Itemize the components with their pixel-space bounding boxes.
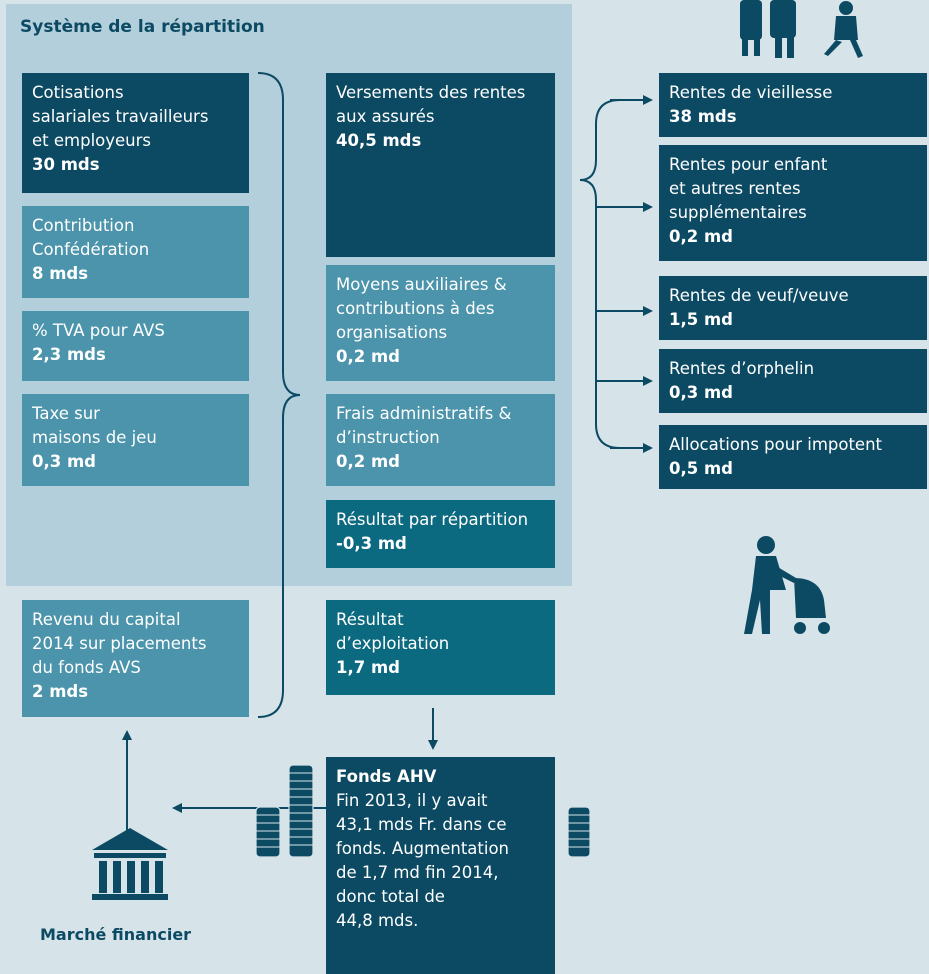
box-line: de 1,7 md fin 2014, — [336, 863, 499, 882]
box-line: Taxe sur — [32, 404, 100, 423]
box-versements-rentes: Versements des rentes aux assurés 40,5 m… — [326, 73, 555, 257]
box-rentes-vieillesse: Rentes de vieillesse 38 mds — [659, 73, 927, 137]
box-line: Moyens auxiliaires & — [336, 275, 507, 294]
box-value: 0,3 md — [669, 383, 733, 402]
box-line: supplémentaires — [669, 203, 807, 222]
box-line: Rentes pour enfant — [669, 155, 828, 174]
box-revenu-capital: Revenu du capital 2014 sur placements du… — [22, 600, 249, 717]
panel-title: Système de la répartition — [20, 17, 265, 37]
box-line: 43,1 mds Fr. dans ce — [336, 815, 507, 834]
box-line: % TVA pour AVS — [32, 321, 165, 340]
box-line: Allocations pour impotent — [669, 435, 883, 454]
box-value: 0,5 md — [669, 459, 733, 478]
box-value: 0,2 md — [336, 452, 400, 471]
box-resultat-repartition: Résultat par répartition -0,3 md — [326, 500, 555, 568]
box-value: 1,7 md — [336, 658, 400, 677]
box-frais-administratifs: Frais administratifs & d’instruction 0,2… — [326, 394, 555, 486]
box-line: Résultat — [336, 610, 404, 629]
box-value: 40,5 mds — [336, 131, 422, 150]
box-line: Frais administratifs & — [336, 404, 512, 423]
box-fonds-ahv: Fonds AHV Fin 2013, il y avait 43,1 mds … — [326, 757, 555, 974]
box-line: d’instruction — [336, 428, 440, 447]
box-value: -0,3 md — [336, 534, 407, 553]
box-allocations-impotent: Allocations pour impotent 0,5 md — [659, 425, 927, 489]
box-value: 0,3 md — [32, 452, 96, 471]
box-line: Versements des rentes — [336, 83, 526, 102]
box-line: et autres rentes — [669, 179, 801, 198]
box-rentes-orphelin: Rentes d’orphelin 0,3 md — [659, 349, 927, 413]
box-line: Contribution — [32, 216, 135, 235]
box-line: maisons de jeu — [32, 428, 157, 447]
box-line: du fonds AVS — [32, 658, 141, 677]
bank-building-icon — [92, 828, 168, 900]
box-moyens-auxiliaires: Moyens auxiliaires & contributions à des… — [326, 265, 555, 381]
box-line: contributions à des — [336, 299, 495, 318]
box-rentes-enfant: Rentes pour enfant et autres rentes supp… — [659, 145, 927, 261]
box-line: Résultat par répartition — [336, 510, 529, 529]
box-line: 44,8 mds. — [336, 911, 419, 930]
market-label: Marché financier — [40, 925, 192, 944]
box-value: 30 mds — [32, 155, 100, 174]
box-value: 0,2 md — [336, 347, 400, 366]
box-line: Rentes de veuf/veuve — [669, 286, 849, 305]
box-line: organisations — [336, 323, 448, 342]
box-line: aux assurés — [336, 107, 435, 126]
box-value: 38 mds — [669, 107, 737, 126]
box-line: Cotisations — [32, 83, 124, 102]
box-contribution-confederation: Contribution Confédération 8 mds — [22, 206, 249, 298]
box-value: 0,2 md — [669, 227, 733, 246]
parent-with-stroller-icon — [744, 536, 830, 634]
box-value: 8 mds — [32, 264, 89, 283]
box-line: Confédération — [32, 240, 150, 259]
box-tva: % TVA pour AVS 2,3 mds — [22, 311, 249, 381]
box-line: salariales travailleurs — [32, 107, 209, 126]
box-rentes-veuf-veuve: Rentes de veuf/veuve 1,5 md — [659, 276, 927, 340]
box-line: Rentes de vieillesse — [669, 83, 833, 102]
right-brace — [579, 99, 651, 449]
box-line: 2014 sur placements — [32, 634, 207, 653]
box-line: fonds. Augmentation — [336, 839, 510, 858]
box-line: Rentes d’orphelin — [669, 359, 815, 378]
box-resultat-exploitation: Résultat d’exploitation 1,7 md — [326, 600, 555, 695]
box-line: Revenu du capital — [32, 610, 181, 629]
box-line: donc total de — [336, 887, 445, 906]
box-value: 1,5 md — [669, 310, 733, 329]
box-line: et employeurs — [32, 131, 151, 150]
box-taxe-maisons-de-jeu: Taxe sur maisons de jeu 0,3 md — [22, 394, 249, 486]
fund-title: Fonds AHV — [336, 767, 437, 786]
box-line: Fin 2013, il y avait — [336, 791, 488, 810]
box-line: d’exploitation — [336, 634, 450, 653]
elderly-couple-child-icon — [740, 0, 863, 58]
box-value: 2,3 mds — [32, 345, 106, 364]
box-cotisations: Cotisations salariales travailleurs et e… — [22, 73, 249, 193]
box-value: 2 mds — [32, 682, 89, 701]
